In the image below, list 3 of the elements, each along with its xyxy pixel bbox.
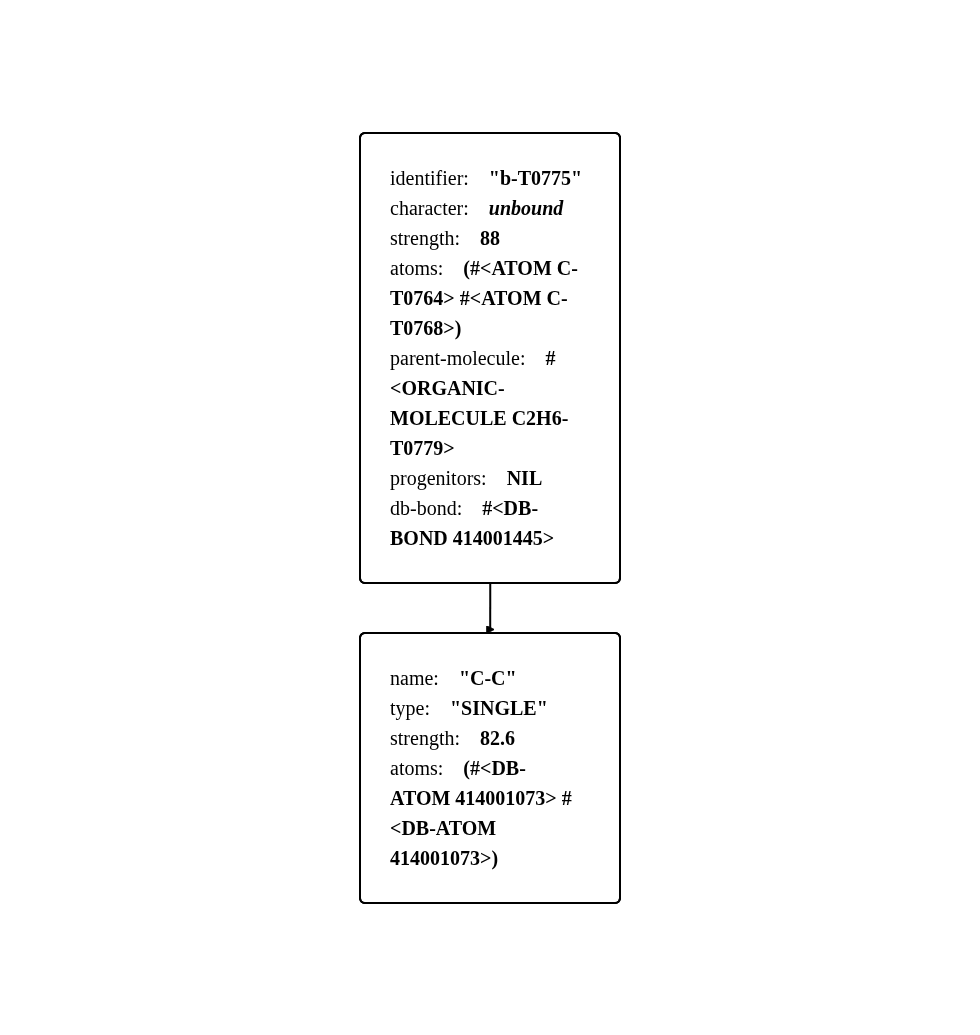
arrow <box>486 582 495 634</box>
node-text: identifier: "b-T0775" character: unbound strength: 88 atoms: (#<ATOM C-T0764> #<ATOM C-T0768>) parent-molecule: #<ORGANIC-MOLECULE C2H6-T0779> progenitors: NIL db-bond: #<DB-BOND 414001445> <box>390 166 583 549</box>
node-text: name: "C-C" type: "SINGLE" strength: 82.6 atoms: (#<DB-ATOM 414001073> #<DB-ATOM 414001073>) <box>390 666 572 869</box>
